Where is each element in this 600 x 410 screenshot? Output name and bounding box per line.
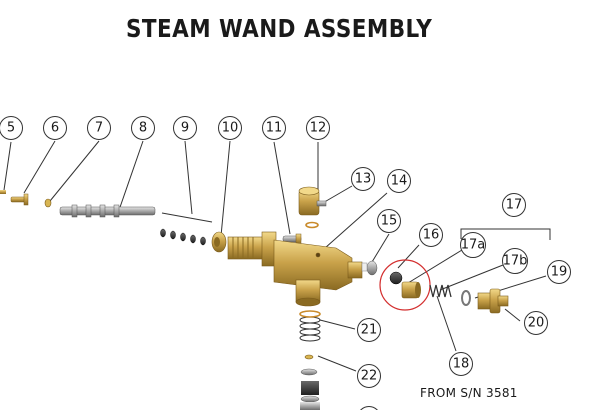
callout-21 — [357, 318, 381, 342]
page-title: STEAM WAND ASSEMBLY — [126, 14, 433, 43]
callout-label-15: 15 — [381, 214, 398, 229]
part-14 — [227, 231, 363, 307]
callout-15 — [377, 209, 401, 233]
callout-22 — [357, 364, 381, 388]
callout-label-16: 16 — [423, 228, 440, 243]
part-21 — [299, 310, 321, 342]
part-5 — [0, 190, 6, 194]
callout-12 — [306, 116, 330, 140]
part-9 — [160, 228, 206, 246]
callout-20 — [524, 311, 548, 335]
callout-10 — [218, 116, 242, 140]
callout-9 — [173, 116, 197, 140]
callout-18 — [449, 352, 473, 376]
callout-label-9: 9 — [181, 121, 189, 136]
callout-label-19: 19 — [551, 265, 568, 280]
callout-14 — [387, 169, 411, 193]
callout-16 — [419, 223, 443, 247]
callout-label-6: 6 — [51, 121, 59, 136]
part-22 — [304, 354, 314, 360]
callout-label-18: 18 — [453, 357, 470, 372]
callout-23-partial — [360, 406, 378, 410]
callout-7 — [87, 116, 111, 140]
callout-label-12: 12 — [310, 121, 327, 136]
callout-label-17: 17 — [506, 198, 523, 213]
part-7 — [44, 198, 52, 208]
leader-lines — [3, 140, 551, 372]
part-10 — [211, 231, 227, 253]
part-17b — [401, 281, 421, 299]
callout-label-10: 10 — [222, 121, 239, 136]
callout-13 — [351, 167, 375, 191]
callout-8 — [131, 116, 155, 140]
callout-label-8: 8 — [139, 121, 147, 136]
callout-label-17b: 17b — [503, 254, 528, 269]
callout-19 — [547, 260, 571, 284]
callout-label-21: 21 — [361, 323, 378, 338]
callout-5 — [0, 116, 23, 140]
callout-label-11: 11 — [266, 121, 283, 136]
callout-11 — [262, 116, 286, 140]
callout-label-22: 22 — [361, 369, 378, 384]
callout-17a — [460, 232, 486, 258]
part-12 — [298, 186, 327, 216]
callout-17 — [502, 193, 526, 217]
part-13 — [305, 221, 319, 229]
callout-label-7: 7 — [95, 121, 103, 136]
callout-17b — [502, 248, 528, 274]
callout-label-17a: 17a — [461, 238, 486, 253]
part-20 — [477, 288, 509, 314]
callout-label-5: 5 — [7, 121, 15, 136]
serial-note: FROM S/N 3581 — [420, 386, 518, 400]
callout-label-13: 13 — [355, 172, 372, 187]
part-19 — [461, 290, 471, 306]
callout-label-20: 20 — [528, 316, 545, 331]
part-6 — [10, 193, 29, 206]
part-16 — [389, 271, 403, 285]
callout-6 — [43, 116, 67, 140]
part-8 — [59, 204, 156, 218]
part-15 — [361, 260, 378, 276]
part-23-partial — [300, 368, 320, 410]
callout-label-14: 14 — [391, 174, 408, 189]
part-18 — [429, 284, 452, 298]
